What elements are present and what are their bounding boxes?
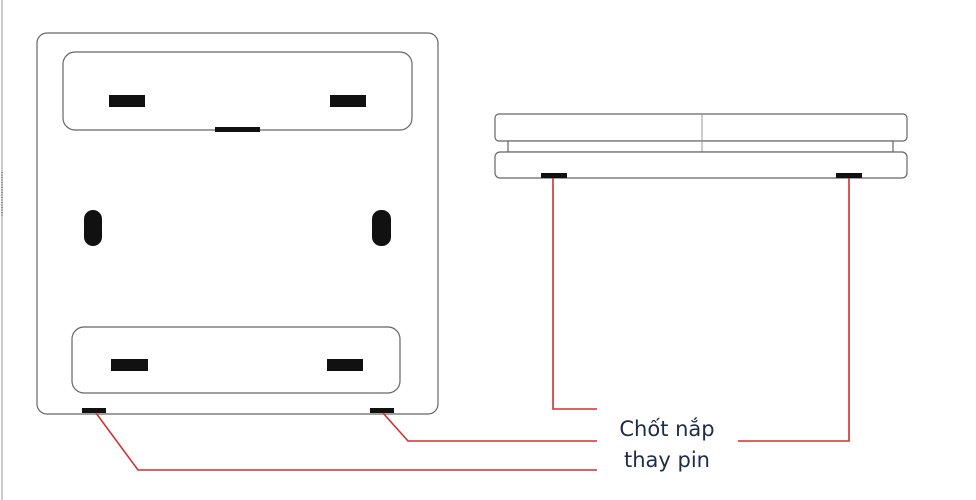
bottom-recess: [71, 326, 401, 394]
side-bottom-slab: [494, 151, 908, 179]
bottom-recess-slot-right: [327, 359, 363, 371]
mounting-hole-right: [372, 210, 391, 246]
side-latch-left: [541, 173, 567, 178]
leader-side-left: [552, 178, 597, 410]
bottom-recess-slot-left: [111, 359, 148, 371]
callout-label: Chốt nắp thay pin: [619, 417, 714, 472]
side-latch-right: [836, 173, 862, 178]
callout-line-2: thay pin: [624, 448, 710, 472]
back-plate: [36, 32, 439, 415]
back-latch-left: [82, 408, 106, 413]
back-latch-right: [370, 408, 394, 413]
back-view: [36, 32, 439, 415]
mounting-hole-left: [84, 210, 102, 246]
leader-lines: [95, 178, 850, 471]
side-top-slab: [494, 113, 908, 142]
side-middle-band: [507, 140, 894, 153]
top-recess-slot-left: [109, 95, 145, 107]
side-view: [494, 113, 908, 179]
top-recess-slot-right: [330, 95, 366, 107]
leader-back-left: [95, 412, 597, 471]
leader-back-right: [382, 412, 597, 442]
callout-line-1: Chốt nắp: [619, 417, 714, 441]
top-recess-clip: [215, 127, 260, 132]
leader-side-right: [738, 178, 850, 442]
